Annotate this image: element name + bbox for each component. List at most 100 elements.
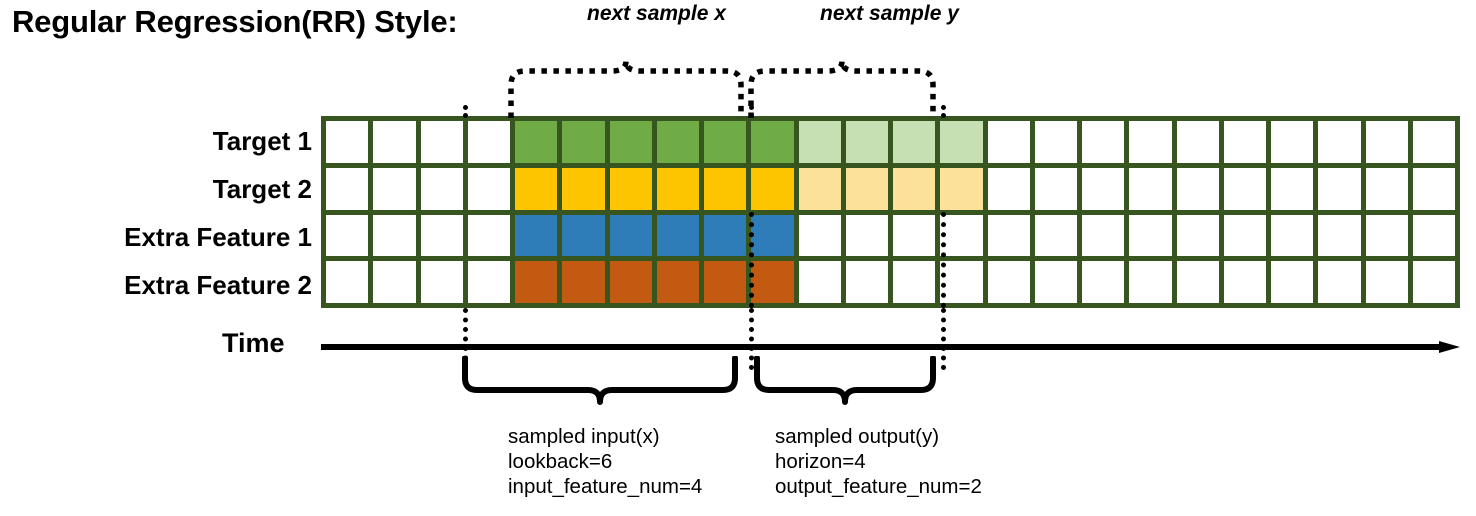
grid-cell-empty <box>987 261 1030 303</box>
grid-cell-empty <box>373 121 416 163</box>
grid-cell-empty <box>1223 121 1266 163</box>
sampled-output-title: sampled output(y) <box>775 425 940 448</box>
grid-cell-input <box>704 167 747 210</box>
grid-cell-input <box>562 167 605 210</box>
grid-cell-output <box>798 167 841 210</box>
grid-cell-empty <box>420 167 463 210</box>
grid-cell-input <box>656 121 699 163</box>
grid-cell-empty <box>1129 261 1172 303</box>
sampled-input-note: sampled input(x) lookback=6 input_featur… <box>508 424 702 499</box>
grid-cell-empty <box>1412 214 1455 257</box>
grid-cell-empty <box>940 261 983 303</box>
divider-output-end-mid <box>941 212 946 308</box>
grid-cell-empty <box>1271 261 1314 303</box>
grid-cell-output <box>893 121 936 163</box>
grid-cell-empty <box>1365 261 1408 303</box>
grid-cell-input <box>515 214 558 257</box>
grid-cell-output <box>845 121 888 163</box>
grid-cell-input <box>515 167 558 210</box>
grid-cell-input <box>562 214 605 257</box>
grid-cell-empty <box>326 214 369 257</box>
row-label-extra-feature-1: Extra Feature 1 <box>124 222 312 252</box>
grid-cell-empty <box>1412 167 1455 210</box>
grid-cell-empty <box>1271 214 1314 257</box>
sampled-output-brace <box>754 356 936 405</box>
divider-output-end-low <box>941 308 946 370</box>
next-sample-y-brace <box>748 60 936 118</box>
grid-cell-empty <box>1318 261 1361 303</box>
grid-cell-empty <box>1176 167 1219 210</box>
grid-cell-empty <box>1318 214 1361 257</box>
grid-cell-input <box>515 121 558 163</box>
grid-cell-empty <box>1082 214 1125 257</box>
grid-cell-empty <box>1082 167 1125 210</box>
grid-cell-input <box>515 261 558 303</box>
timeline-grid-cells <box>321 116 1460 308</box>
grid-cell-input <box>609 167 652 210</box>
grid-cell-input <box>704 121 747 163</box>
grid-cell-empty <box>467 121 510 163</box>
grid-cell-input <box>609 261 652 303</box>
divider-input-end-low <box>749 308 754 370</box>
grid-cell-empty <box>420 214 463 257</box>
sampled-output-note: sampled output(y) horizon=4 output_featu… <box>775 424 982 499</box>
grid-cell-empty <box>1318 167 1361 210</box>
grid-cell-empty <box>1082 261 1125 303</box>
grid-cell-empty <box>1129 121 1172 163</box>
grid-cell-input <box>704 261 747 303</box>
row-label-extra-feature-2: Extra Feature 2 <box>124 270 312 300</box>
time-axis-arrow <box>321 341 1460 353</box>
sampled-input-lookback: lookback=6 <box>508 450 613 473</box>
grid-cell-empty <box>373 167 416 210</box>
grid-cell-empty <box>1365 121 1408 163</box>
grid-cell-empty <box>373 261 416 303</box>
grid-cell-empty <box>987 167 1030 210</box>
page-title: Regular Regression(RR) Style: <box>12 4 458 39</box>
time-axis-label: Time <box>222 328 285 358</box>
grid-cell-empty <box>1412 121 1455 163</box>
divider-input-start-lower <box>463 308 468 370</box>
grid-cell-input <box>656 214 699 257</box>
grid-cell-empty <box>940 214 983 257</box>
grid-cell-empty <box>893 214 936 257</box>
sampled-output-horizon: horizon=4 <box>775 450 866 473</box>
grid-cell-empty <box>326 261 369 303</box>
grid-cell-empty <box>420 261 463 303</box>
row-label-column: Target 1 Target 2 Extra Feature 1 Extra … <box>0 0 312 516</box>
divider-input-end-mid <box>749 212 754 308</box>
grid-cell-empty <box>798 214 841 257</box>
grid-cell-input <box>656 167 699 210</box>
grid-cell-input <box>562 261 605 303</box>
grid-cell-empty <box>1129 167 1172 210</box>
grid-cell-empty <box>1271 121 1314 163</box>
grid-cell-input <box>751 121 794 163</box>
grid-cell-input <box>704 214 747 257</box>
grid-cell-input <box>751 261 794 303</box>
grid-cell-empty <box>467 261 510 303</box>
sampled-input-featnum: input_feature_num=4 <box>508 475 703 498</box>
grid-cell-empty <box>798 261 841 303</box>
grid-cell-empty <box>893 261 936 303</box>
grid-cell-input <box>609 214 652 257</box>
grid-cell-empty <box>467 167 510 210</box>
grid-cell-input <box>609 121 652 163</box>
grid-cell-empty <box>845 214 888 257</box>
grid-cell-output <box>940 121 983 163</box>
grid-cell-empty <box>1223 167 1266 210</box>
grid-cell-empty <box>1034 121 1077 163</box>
grid-cell-empty <box>1318 121 1361 163</box>
grid-cell-empty <box>987 214 1030 257</box>
sampled-output-featnum: output_feature_num=2 <box>775 475 982 498</box>
grid-cell-empty <box>373 214 416 257</box>
grid-cell-input <box>562 121 605 163</box>
row-label-target-2: Target 2 <box>212 174 312 204</box>
grid-cell-empty <box>1176 121 1219 163</box>
grid-cell-empty <box>1365 167 1408 210</box>
divider-output-end <box>941 105 946 118</box>
grid-cell-empty <box>1365 214 1408 257</box>
grid-cell-empty <box>467 214 510 257</box>
timeline-grid <box>321 116 1460 308</box>
grid-cell-empty <box>1034 214 1077 257</box>
grid-cell-output <box>845 167 888 210</box>
grid-cell-empty <box>326 121 369 163</box>
